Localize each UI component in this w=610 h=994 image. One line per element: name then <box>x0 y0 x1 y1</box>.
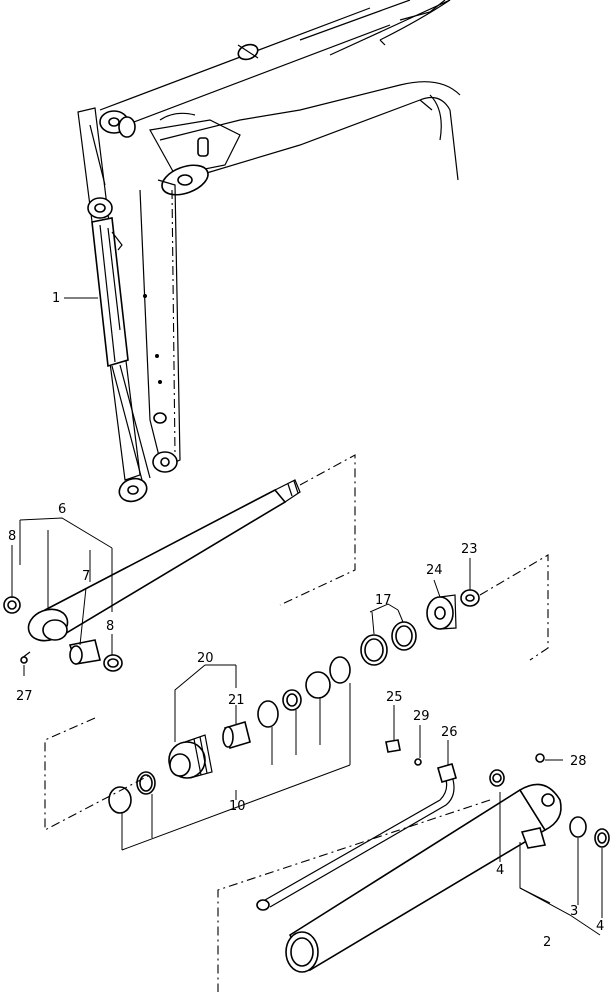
callout-1: 1 <box>52 291 60 306</box>
callout-4: 4 <box>496 863 504 878</box>
callout-4: 4 <box>596 919 604 934</box>
callout-20: 20 <box>197 651 214 666</box>
callout-6: 6 <box>58 502 66 517</box>
leader-lines <box>11 297 603 936</box>
callout-labels: 1 2 3 4 4 6 7 8 8 10 17 20 21 23 24 25 2… <box>8 291 604 950</box>
callout-26: 26 <box>441 725 458 740</box>
gland-seal-group <box>360 554 549 666</box>
callout-25: 25 <box>386 690 403 705</box>
callout-29: 29 <box>413 709 430 724</box>
callout-8: 8 <box>106 619 114 634</box>
callout-10: 10 <box>229 799 246 814</box>
callout-28: 28 <box>570 754 587 769</box>
callout-17: 17 <box>375 593 392 608</box>
piston-rod-assembly <box>3 454 356 672</box>
callout-27: 27 <box>16 689 33 704</box>
callout-21: 21 <box>228 693 245 708</box>
callout-24: 24 <box>426 563 443 578</box>
callout-2: 2 <box>543 935 551 950</box>
cylinder-tube-group <box>217 739 610 992</box>
boom-arm-assembly <box>77 0 461 503</box>
callout-8: 8 <box>8 529 16 544</box>
piston-group <box>44 656 351 831</box>
callout-7: 7 <box>82 569 90 584</box>
callout-3: 3 <box>570 904 578 919</box>
callout-23: 23 <box>461 542 478 557</box>
